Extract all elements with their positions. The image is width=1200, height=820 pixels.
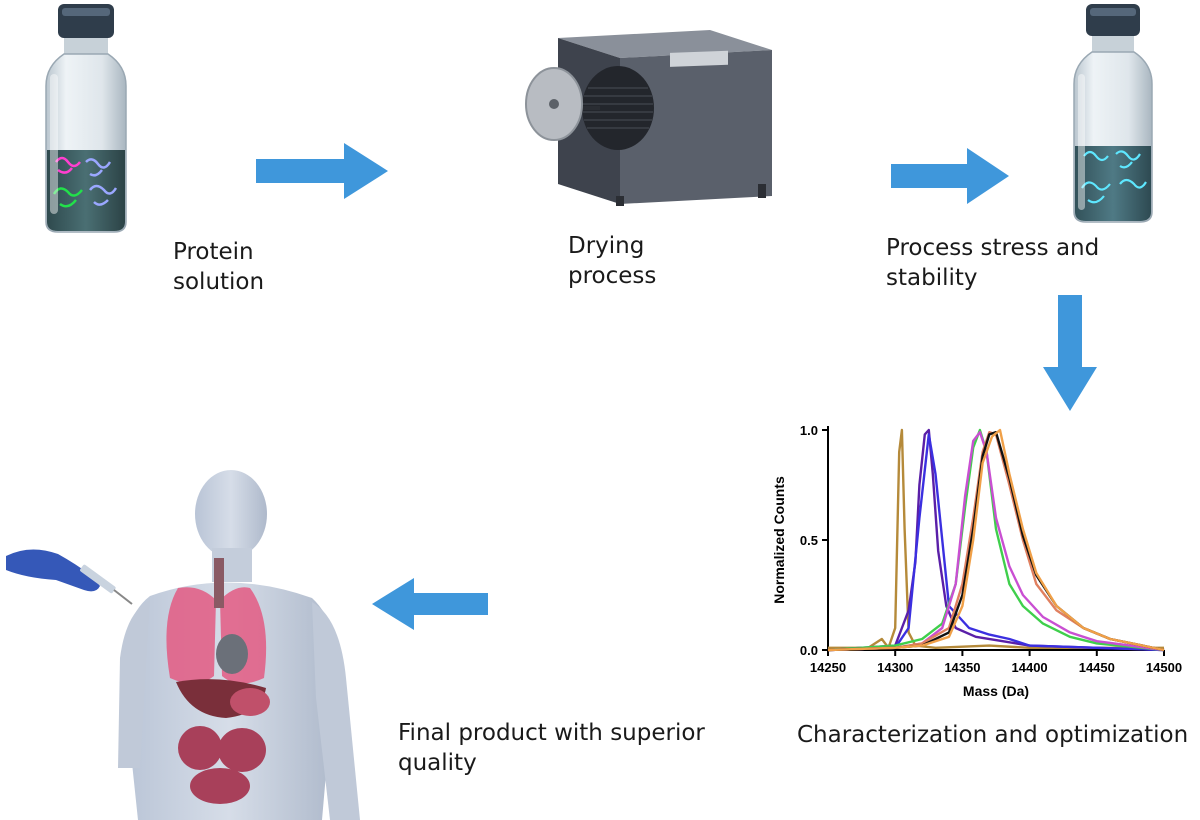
freeze-dryer-icon (525, 30, 772, 206)
step-label-characterization: Characterization and optimization (797, 720, 1188, 750)
label-line: solution (173, 269, 265, 295)
x-tick-label: 14500 (1146, 660, 1182, 675)
stressed-protein-vial-icon (1073, 4, 1153, 223)
chart-series-group (827, 428, 1165, 652)
x-tick-label: 14350 (944, 660, 980, 675)
x-axis-label: Mass (Da) (963, 683, 1029, 699)
y-tick-label: 0.5 (800, 533, 818, 548)
step-label-final-product: Final product with superior quality (398, 718, 705, 778)
human-body-icon (6, 470, 360, 820)
series-line-7 (827, 428, 1165, 652)
y-axis-label: Normalized Counts (771, 476, 787, 604)
arrow-down-icon (1043, 295, 1097, 411)
step-label-process-stress: Process stress and stability (886, 233, 1099, 293)
label-line: Characterization and optimization (797, 722, 1189, 748)
label-line: quality (398, 750, 477, 776)
y-tick-label: 0.0 (800, 643, 818, 658)
y-tick-label: 1.0 (800, 423, 818, 438)
series-line-3 (827, 428, 1165, 652)
series-line-1 (827, 428, 1165, 652)
series-line-2 (827, 433, 1165, 652)
label-line: process (568, 263, 657, 289)
label-line: Process stress and (886, 235, 1100, 261)
arrow-right-icon (891, 148, 1009, 204)
x-tick-label: 14300 (877, 660, 913, 675)
step-label-drying-process: Drying process (568, 231, 656, 291)
protein-vial-icon (45, 4, 127, 233)
x-tick-label: 14400 (1012, 660, 1048, 675)
arrow-right-icon (256, 143, 388, 199)
x-tick-label: 14450 (1079, 660, 1115, 675)
label-line: Protein (173, 239, 254, 265)
series-line-4 (827, 431, 1165, 652)
series-line-0 (828, 428, 1164, 650)
series-line-5 (827, 431, 1165, 652)
label-line: Drying (568, 233, 645, 259)
label-line: stability (886, 265, 978, 291)
step-label-protein-solution: Protein solution (173, 237, 264, 297)
series-line-6 (827, 431, 1165, 652)
label-line: Final product with superior (398, 720, 705, 746)
arrow-left-icon (372, 578, 488, 630)
chart-axes: 14250 14300 14350 14400 14450 14500 0.0 0.5 1.0 (800, 423, 1182, 675)
x-tick-label: 14250 (810, 660, 846, 675)
